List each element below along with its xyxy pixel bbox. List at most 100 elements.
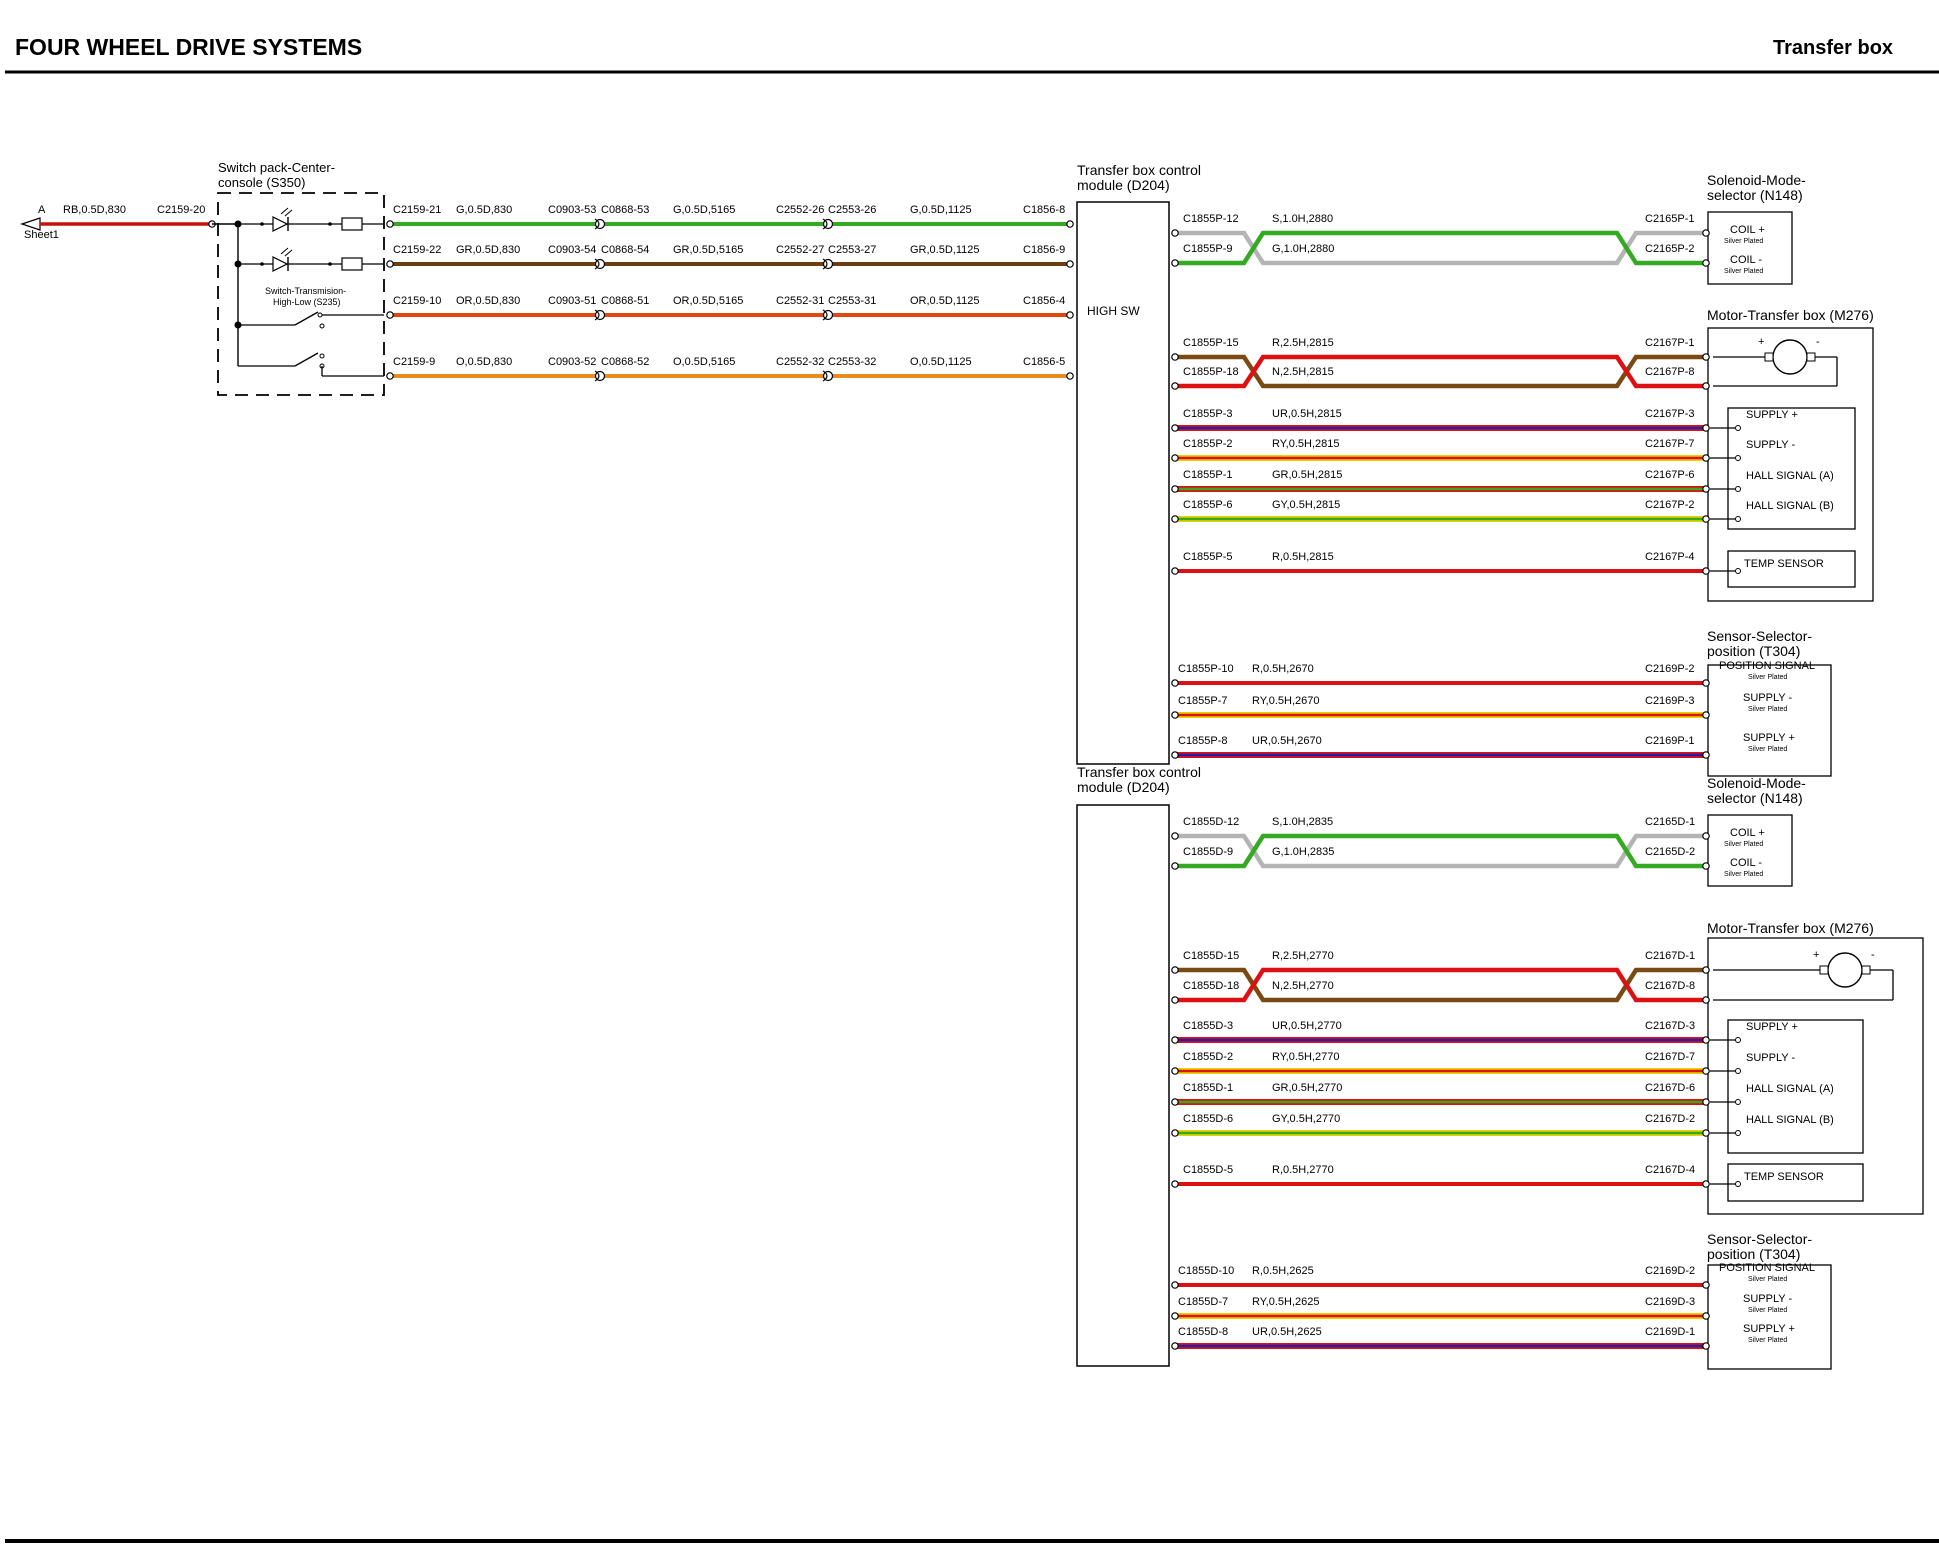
wire-label: UR,0.5H,2625 — [1252, 1326, 1322, 1338]
connector-label: C0903-54 — [548, 244, 596, 256]
solenoid-wire-g — [1174, 230, 1706, 266]
motor-box — [1707, 327, 1874, 602]
wire-label: RY,0.5H,2625 — [1252, 1296, 1319, 1308]
plating-label: Silver Plated — [1724, 871, 1763, 878]
connector-label: C2159-22 — [393, 244, 441, 256]
inline-connector-arc — [594, 309, 600, 321]
connector-label: C2167P-1 — [1645, 337, 1695, 349]
terminal — [1171, 515, 1179, 523]
component-name: Switch-Transmision- — [265, 286, 346, 296]
terminal — [1702, 1281, 1710, 1289]
connector-label: C2553-27 — [828, 244, 876, 256]
pin-label: COIL + — [1730, 827, 1765, 839]
wire-label: GR,0.5D,830 — [456, 244, 520, 256]
pin-terminal — [1735, 1130, 1741, 1136]
control-module-box — [1076, 804, 1170, 1367]
connector-label: C1855D-10 — [1178, 1265, 1234, 1277]
sheet-label: Sheet1 — [24, 229, 59, 241]
terminal — [1171, 1281, 1179, 1289]
connector-label: C1855P-15 — [1183, 337, 1239, 349]
terminal — [1702, 567, 1710, 575]
wire-label: R,0.5H,2625 — [1252, 1265, 1314, 1277]
component-name: High-Low (S235) — [273, 297, 341, 307]
connector-label: C2167P-3 — [1645, 408, 1695, 420]
terminal — [1066, 311, 1074, 319]
motor-brush — [1806, 352, 1816, 362]
connector-label: C2552-31 — [776, 295, 824, 307]
connector-label: C2159-21 — [393, 204, 441, 216]
pin-label: SUPPLY + — [1743, 732, 1795, 744]
terminal — [1171, 1036, 1179, 1044]
terminal — [1171, 996, 1179, 1004]
module-title: module (D204) — [1077, 779, 1170, 795]
connector-label: C1855P-7 — [1178, 695, 1228, 707]
connector-label: C1855D-6 — [1183, 1113, 1233, 1125]
wire-label: OR,0.5D,1125 — [910, 295, 980, 307]
connector-label: C2167D-6 — [1645, 1082, 1695, 1094]
wire-label: G,1.0H,2835 — [1272, 846, 1334, 858]
component-name: Motor-Transfer box (M276) — [1707, 920, 1874, 936]
led-icon — [272, 256, 289, 272]
motor-wire-r — [1174, 354, 1706, 389]
page-title: FOUR WHEEL DRIVE SYSTEMS — [15, 34, 363, 60]
connector-label: C2167P-7 — [1645, 438, 1695, 450]
connector-label: C2169D-2 — [1645, 1265, 1695, 1277]
node-dot — [328, 262, 332, 266]
component-name: position (T304) — [1707, 1246, 1800, 1262]
terminal — [1171, 679, 1179, 687]
section-title: Transfer box — [1773, 37, 1894, 59]
connector-label: C2159-10 — [393, 295, 441, 307]
pin-label: HALL SIGNAL (A) — [1746, 470, 1834, 482]
pin-terminal — [1735, 1181, 1741, 1187]
solenoid-box — [1707, 211, 1793, 285]
pin-label: COIL - — [1730, 857, 1762, 869]
terminal — [1702, 966, 1710, 974]
terminal — [1702, 515, 1710, 523]
connector-label: C1855D-12 — [1183, 816, 1239, 828]
connector-label: C2552-26 — [776, 204, 824, 216]
connector-label: C1855D-1 — [1183, 1082, 1233, 1094]
motor-polarity: + — [1758, 336, 1764, 348]
pin-label: HALL SIGNAL (A) — [1746, 1083, 1834, 1095]
motor-brush — [1861, 965, 1871, 975]
wire-label: GR,0.5H,2815 — [1272, 469, 1342, 481]
solenoid-box — [1707, 814, 1793, 887]
wire-label: GY,0.5H,2770 — [1272, 1113, 1340, 1125]
wire-label: S,1.0H,2880 — [1272, 213, 1333, 225]
motor-polarity: + — [1813, 949, 1819, 961]
pin-label: POSITION SIGNAL — [1719, 1262, 1815, 1274]
component-name: Motor-Transfer box (M276) — [1707, 307, 1874, 323]
wire-label: G,0.5D,5165 — [673, 204, 735, 216]
connector-label: C0868-53 — [601, 204, 649, 216]
connector-label: C2159-9 — [393, 356, 435, 368]
wire-label: R,2.5H,2815 — [1272, 337, 1334, 349]
wire-label: GR,0.5D,1125 — [910, 244, 980, 256]
connector-label: C2167D-7 — [1645, 1051, 1695, 1063]
wire-label: GR,0.5H,2770 — [1272, 1082, 1342, 1094]
node-dot — [260, 262, 264, 266]
resistor-icon — [341, 217, 363, 231]
terminal — [1702, 679, 1710, 687]
connector-label: C2167P-8 — [1645, 366, 1695, 378]
terminal — [1702, 711, 1710, 719]
motor-box — [1707, 937, 1924, 1215]
terminal — [1171, 454, 1179, 462]
switch-contact — [319, 353, 325, 359]
wire-label: O,0.5D,830 — [456, 356, 512, 368]
terminal — [1171, 751, 1179, 759]
connector-label: C0868-52 — [601, 356, 649, 368]
terminal — [1171, 259, 1179, 267]
terminal — [1171, 382, 1179, 390]
connector-label: C1855D-5 — [1183, 1164, 1233, 1176]
selector-sensor-box — [1707, 664, 1832, 777]
terminal — [1702, 1067, 1710, 1075]
pin-terminal — [1735, 425, 1741, 431]
led-icon — [272, 216, 289, 232]
terminal — [1171, 485, 1179, 493]
terminal — [1171, 1098, 1179, 1106]
terminal — [386, 220, 394, 228]
switch-blade — [294, 311, 319, 326]
switch-contact — [319, 323, 325, 329]
wire-label: G,1.0H,2880 — [1272, 243, 1334, 255]
module-title: module (D204) — [1077, 177, 1170, 193]
